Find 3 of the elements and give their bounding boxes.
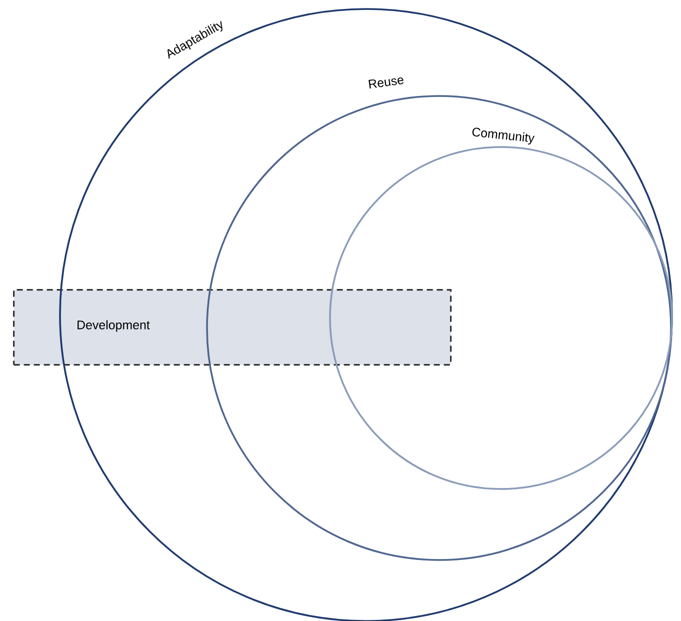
circle-label: Community [472,128,535,145]
dashed-box: Development [13,289,452,366]
circle-label: Reuse [368,77,404,89]
